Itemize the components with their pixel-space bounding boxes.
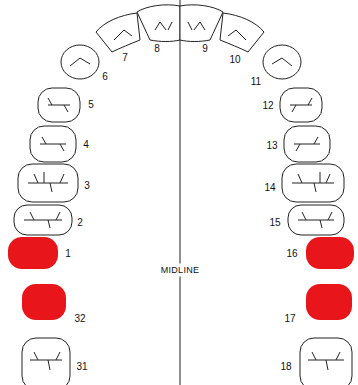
tooth-groove [292, 172, 334, 192]
tooth-groove [228, 30, 246, 40]
tooth-groove [114, 30, 132, 40]
tooth [284, 126, 330, 162]
tooth-groove [30, 352, 62, 370]
tooth-number: 6 [102, 71, 108, 82]
tooth-number: 13 [266, 140, 277, 151]
tooth-groove [290, 98, 312, 112]
tooth [288, 205, 344, 235]
tooth-number: 9 [202, 43, 208, 54]
tooth-groove [272, 58, 292, 66]
tooth-groove [40, 137, 66, 151]
tooth-number: 10 [229, 54, 240, 65]
tooth [14, 205, 72, 235]
tooth-number: 7 [122, 52, 128, 63]
tooth [282, 164, 344, 202]
tooth-groove [298, 212, 334, 228]
tooth [263, 45, 301, 79]
tooth-number: 15 [269, 217, 280, 228]
tooth [220, 13, 264, 52]
tooth [38, 88, 80, 122]
tooth-number: 8 [154, 43, 160, 54]
tooth [96, 13, 140, 52]
tooth-number: 18 [280, 361, 291, 372]
tooth-number: 17 [284, 313, 295, 324]
tooth [61, 45, 99, 79]
tooth [280, 88, 322, 122]
highlighted-tooth [22, 284, 66, 320]
tooth-number: 1 [65, 248, 71, 259]
midline-label: MIDLINE [158, 264, 203, 277]
tooth-number: 32 [74, 313, 85, 324]
highlighted-tooth [306, 237, 354, 269]
tooth-groove [294, 137, 320, 151]
tooth-number: 11 [251, 76, 261, 87]
tooth [180, 5, 223, 42]
tooth-groove [28, 172, 68, 192]
tooth [30, 126, 76, 162]
highlighted-tooth [306, 284, 352, 320]
tooth-groove [70, 58, 90, 66]
tooth-number: 2 [77, 217, 83, 228]
tooth-number: 5 [88, 99, 94, 110]
tooth-number: 4 [83, 139, 89, 150]
tooth-groove [155, 22, 172, 30]
tooth [22, 338, 70, 385]
tooth [300, 338, 352, 385]
highlighted-tooth [8, 237, 58, 269]
tooth-number: 12 [262, 100, 273, 111]
tooth-groove [188, 22, 205, 30]
tooth-groove [24, 212, 62, 228]
tooth [137, 5, 180, 42]
tooth-number: 14 [264, 182, 275, 193]
tooth-number: 31 [76, 361, 87, 372]
tooth-groove [48, 98, 70, 112]
tooth-number: 16 [286, 248, 297, 259]
midline [180, 0, 181, 385]
tooth-number: 3 [84, 180, 90, 191]
tooth-groove [308, 352, 344, 370]
tooth [18, 164, 78, 202]
